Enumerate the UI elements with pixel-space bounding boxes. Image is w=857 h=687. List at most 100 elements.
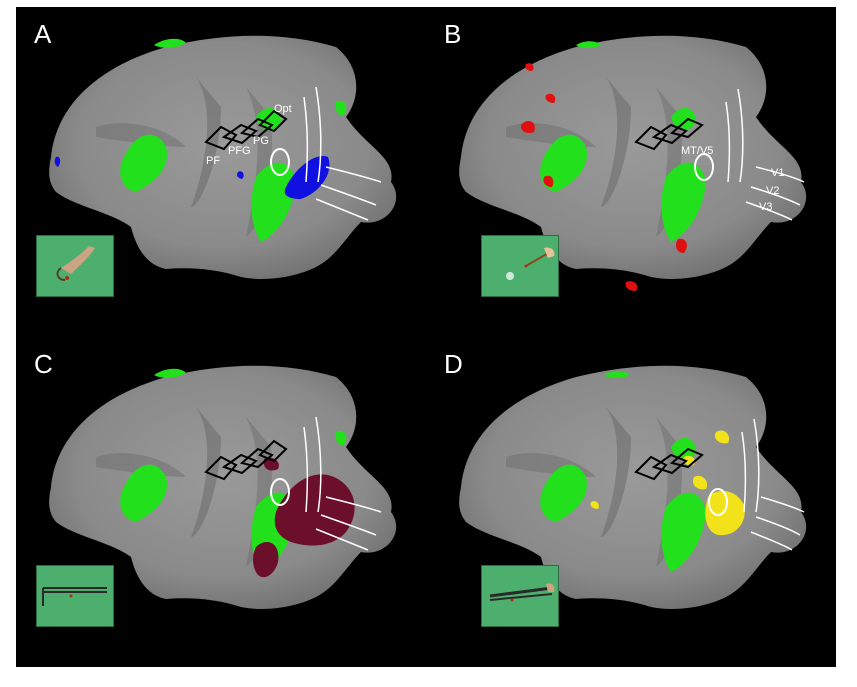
activation-common <box>120 134 167 192</box>
brain-flatmap <box>49 35 397 279</box>
stick-tool-icon <box>482 236 558 296</box>
brain-flatmap <box>459 35 807 291</box>
ipl-outline-pfg <box>651 453 688 475</box>
roi-mt-outline <box>694 153 714 181</box>
roi-visual-line <box>760 496 805 513</box>
activation-stick <box>525 63 534 71</box>
activation-common <box>671 107 696 131</box>
ipl-outline-pfg <box>221 123 258 145</box>
roi-mt-outline <box>270 148 290 176</box>
pliers-reverse-icon <box>482 566 558 626</box>
roi-visual-line <box>315 198 369 221</box>
roi-visual-line <box>320 184 377 206</box>
roi-visual-line <box>745 201 793 221</box>
hand-grasping-icon <box>37 236 113 296</box>
label-v2: V2 <box>766 185 780 197</box>
activation-common <box>120 464 167 522</box>
activation-stick <box>543 175 554 187</box>
activation-common <box>154 38 186 48</box>
ipl-outline-pf <box>204 455 238 481</box>
ipl-outline-pg <box>669 447 704 469</box>
roi-visual-line <box>741 431 747 513</box>
stimulus-thumbnail <box>481 565 559 627</box>
roi-visual-line <box>725 101 731 183</box>
activation-common <box>335 100 347 116</box>
activation-common <box>540 464 587 522</box>
label-pg: PG <box>253 135 269 147</box>
brain-flatmap <box>49 365 397 609</box>
label-pfg: PFG <box>228 145 251 157</box>
panel-d: D <box>426 337 836 667</box>
activation-pliers-reverse <box>692 475 708 490</box>
panel-c: C <box>16 337 426 667</box>
roi-visual-line <box>753 418 760 513</box>
roi-visual-line <box>737 88 744 183</box>
roi-visual-line <box>320 514 377 536</box>
ipl-outline-pf <box>204 125 238 151</box>
panel-letter: B <box>444 19 462 49</box>
label-opt: Opt <box>274 103 292 115</box>
roi-visual-line <box>303 426 309 513</box>
ipl-outline-opt <box>258 109 288 133</box>
brain-surface <box>49 35 397 279</box>
panel-letter: A <box>34 19 52 49</box>
roi-visual-line <box>755 166 805 183</box>
stimulus-thumbnail <box>36 565 114 627</box>
activation-pliers-reverse <box>714 430 730 444</box>
roi-mt-outline <box>270 478 290 506</box>
ipl-outline-pf <box>634 125 668 151</box>
activation-common <box>251 162 296 242</box>
panel-letter: D <box>444 349 463 379</box>
ipl-outline-pg <box>239 117 274 139</box>
ipl-outline-opt <box>258 439 288 463</box>
activation-hand <box>237 171 244 179</box>
activation-common <box>154 368 186 378</box>
activation-stick <box>625 281 638 291</box>
panel-a: A PF PFG PG Opt <box>16 7 426 337</box>
figure: A PF PFG PG Opt <box>16 7 836 667</box>
sulcus <box>191 407 221 537</box>
activation-stick <box>520 121 535 134</box>
stimulus-thumbnail <box>36 235 114 297</box>
roi-visual-line <box>325 166 382 183</box>
activation-pliers-reverse <box>590 501 599 509</box>
ipl-outline-pf <box>634 455 668 481</box>
roi-visual-line <box>315 528 369 551</box>
roi-visual-line <box>325 496 382 513</box>
activation-common <box>661 162 706 242</box>
ipl-outline-pg <box>239 447 274 469</box>
sulcus <box>601 77 631 207</box>
panel-letter: C <box>34 349 53 379</box>
activation-stick <box>676 238 687 253</box>
activation-common <box>576 41 601 48</box>
activation-common <box>256 107 281 131</box>
roi-visual-line <box>315 416 322 513</box>
activation-pliers-normal <box>253 542 279 578</box>
roi-visual-line <box>303 96 309 183</box>
sulcus <box>246 417 272 567</box>
stimulus-thumbnail <box>481 235 559 297</box>
activation-hand <box>284 156 330 199</box>
brain-surface <box>49 365 397 609</box>
activation-common <box>671 437 696 461</box>
panel-b: B MT/V5 V1 V2 V3 <box>426 7 836 337</box>
sulcus <box>96 123 186 147</box>
label-pf: PF <box>206 155 221 167</box>
sulcus <box>191 77 221 207</box>
brain-surface <box>459 365 807 609</box>
label-v3: V3 <box>759 201 773 213</box>
roi-visual-line <box>755 516 801 536</box>
activation-pliers-reverse <box>705 490 745 536</box>
activation-pliers-normal <box>274 474 355 546</box>
roi-visual-line <box>750 186 801 206</box>
brain-flatmap <box>459 365 807 609</box>
activation-common <box>604 371 630 378</box>
roi-mt-outline <box>708 488 728 516</box>
ipl-outline-pfg <box>221 453 258 475</box>
label-v1: V1 <box>771 167 785 179</box>
pliers-normal-icon <box>37 566 113 626</box>
label-mt-v5: MT/V5 <box>681 145 714 157</box>
roi-visual-line <box>315 86 322 183</box>
activation-common <box>540 134 587 192</box>
activation-hand <box>54 156 61 167</box>
